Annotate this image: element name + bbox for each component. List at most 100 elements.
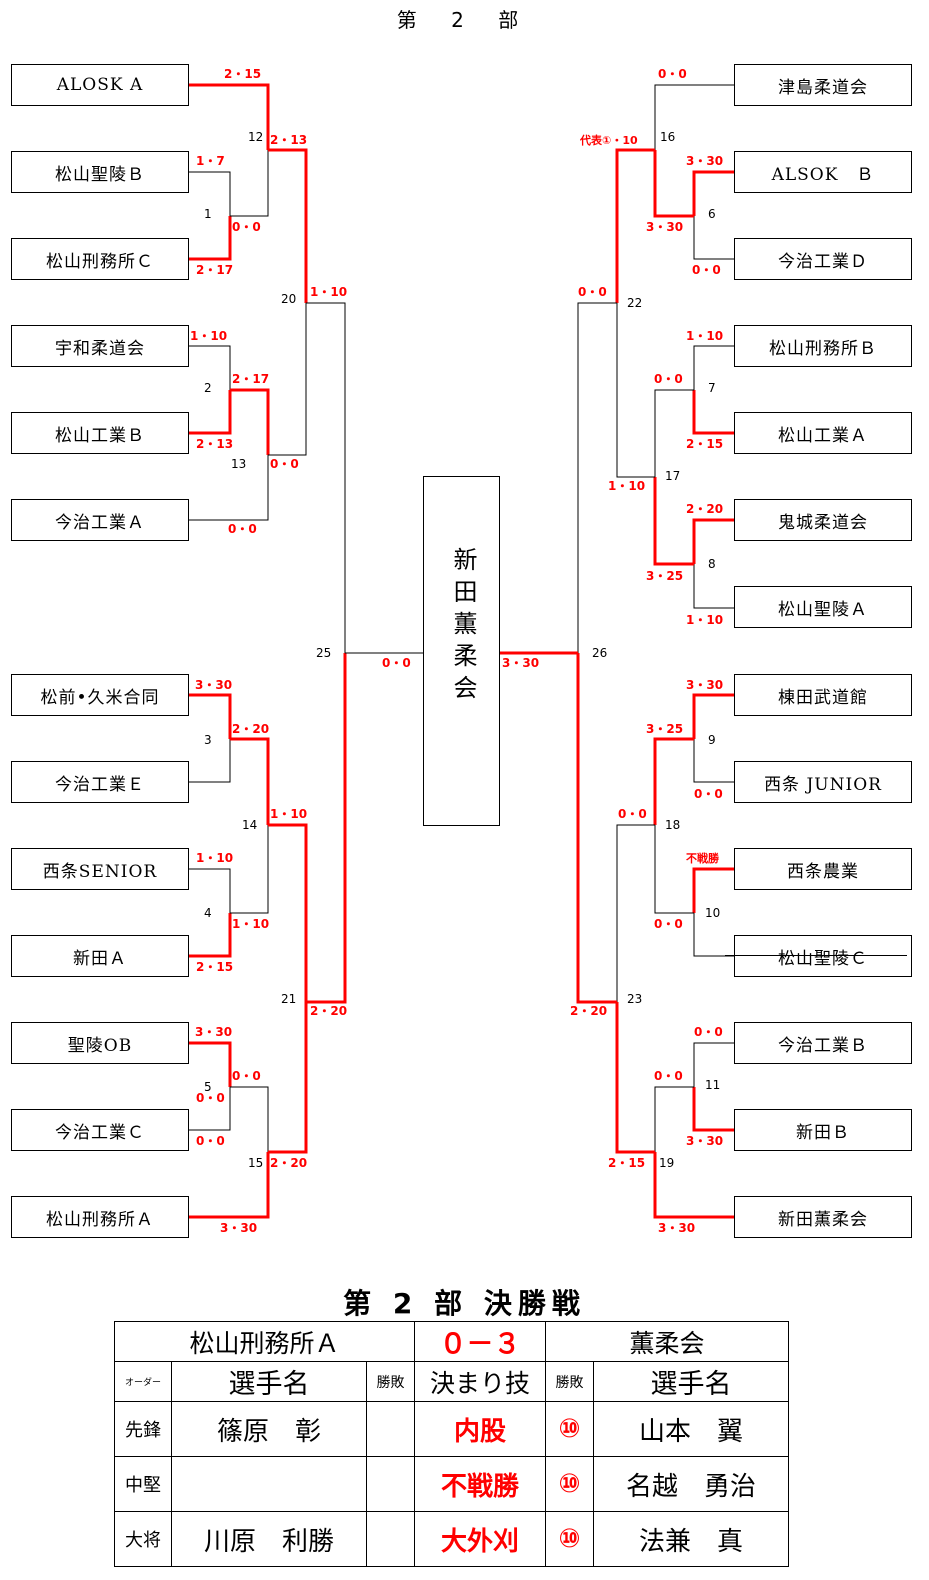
team-masaki-kume: 松前•久米合同 [11, 674, 189, 716]
bracket-line [615, 148, 655, 303]
header-order: オーダー [114, 1361, 172, 1402]
bracket-line [692, 1087, 734, 1132]
bracket-line [306, 302, 346, 653]
score-label: 0・0 [232, 220, 261, 234]
score-label: 3・30 [686, 678, 723, 692]
team-alsok-b: ALSOK Ｂ [734, 151, 912, 193]
row-a-result [366, 1511, 415, 1567]
match-number: 26 [592, 646, 607, 660]
match-number: 23 [627, 992, 642, 1006]
match-number: 8 [708, 557, 716, 571]
team-matsuyama-seiryo-c: 松山聖陵Ｃ [734, 935, 912, 977]
match-number: 15 [248, 1156, 263, 1170]
score-label: 不戦勝 [686, 851, 720, 865]
bracket-line [230, 150, 269, 217]
score-label: 1・10 [270, 807, 307, 821]
bracket-line [189, 913, 232, 958]
score-label: 2・20 [310, 1004, 347, 1018]
bracket-line [693, 216, 734, 260]
match-number: 4 [204, 906, 212, 920]
bracket-line [230, 737, 270, 825]
team-muneta-budokan: 棟田武道館 [734, 674, 912, 716]
team-matsuyama-keimusho-b: 松山刑務所Ｂ [734, 325, 912, 367]
bracket-line [230, 825, 269, 914]
match-number: 7 [708, 381, 716, 395]
team-uwa-judokai: 宇和柔道会 [11, 325, 189, 367]
score-label: 2・17 [196, 263, 233, 277]
score-label: 0・0 [228, 522, 257, 536]
bracket-line [189, 216, 232, 261]
division-title: 第 2 部 [396, 8, 533, 32]
score-label: 1・10 [608, 479, 645, 493]
score-label: 0・0 [654, 917, 683, 931]
row-position: 大将 [114, 1511, 172, 1567]
match-number: 20 [281, 292, 296, 306]
bracket-line [693, 564, 734, 609]
score-label: 2・20 [270, 1156, 307, 1170]
score-label: 2・15 [196, 960, 233, 974]
team-matsuyama-seiryo-a: 松山聖陵Ａ [734, 586, 912, 628]
score-label: 0・0 [618, 807, 647, 821]
bracket-lines: 1212021325314421515166227178269181023111… [189, 67, 734, 1235]
score-label: 2・15 [686, 437, 723, 451]
row-technique: 内股 [414, 1401, 546, 1457]
score-label: 3・30 [195, 678, 232, 692]
bracket-line [692, 170, 734, 216]
bracket-line [268, 303, 307, 456]
score-label: 0・0 [578, 285, 607, 299]
bracket-line [654, 1086, 694, 1152]
bracket-line [653, 1152, 734, 1219]
final-results-table: 松山刑務所Ａ ０－３ 薫柔会 オーダー 選手名 勝敗 決まり技 勝敗 選手名 先… [114, 1321, 789, 1567]
bracket-line [306, 653, 347, 1004]
bracket-line [654, 84, 734, 150]
row-position: 中堅 [114, 1456, 172, 1512]
bracket-line [692, 693, 734, 739]
row-b-name: 名越 勇治 [593, 1456, 789, 1512]
team-imabari-kogyo-c: 今治工業Ｃ [11, 1109, 189, 1151]
row-technique: 不戦勝 [414, 1456, 546, 1512]
row-a-name: 篠原 彰 [171, 1401, 367, 1457]
match-number: 2 [204, 381, 212, 395]
score-label: 3・30 [502, 656, 539, 670]
header-name-a: 選手名 [171, 1361, 367, 1402]
bracket-line [653, 150, 694, 218]
bracket-line [693, 1042, 734, 1087]
score-label: 0・0 [694, 1025, 723, 1039]
withdrawn-strike-line [725, 955, 907, 956]
bracket-line [692, 867, 734, 913]
match-number: 1 [204, 207, 212, 221]
score-label: 0・0 [232, 1069, 261, 1083]
team-niita-a: 新田Ａ [11, 935, 189, 977]
score-label: 2・15 [224, 67, 261, 81]
row-position: 先鋒 [114, 1401, 172, 1457]
score-label: 0・0 [270, 457, 299, 471]
final-score: ０－３ [414, 1321, 546, 1362]
score-label: 2・20 [232, 722, 269, 736]
team-matsuyama-keimusho-a: 松山刑務所Ａ [11, 1196, 189, 1238]
team-imabari-kogyo-b: 今治工業Ｂ [734, 1022, 912, 1064]
match-number: 18 [665, 818, 680, 832]
score-label: 2・13 [196, 437, 233, 451]
bracket-line [693, 739, 734, 783]
match-number: 14 [242, 818, 257, 832]
bracket-line [189, 83, 270, 150]
score-label: 3・30 [686, 154, 723, 168]
team-matsuyama-seiryo-b: 松山聖陵Ｂ [11, 151, 189, 193]
score-label: 1・10 [686, 329, 723, 343]
team-seiryo-ob: 聖陵OB [11, 1022, 189, 1064]
match-number: 21 [281, 992, 296, 1006]
score-label: 0・0 [654, 1069, 683, 1083]
score-label: 1・10 [190, 329, 227, 343]
bracket-line [616, 824, 655, 1002]
final-title: 第 2 部 決勝戦 [343, 1287, 586, 1320]
bracket-line [268, 823, 308, 1002]
row-b-result: ⑩ [545, 1456, 594, 1512]
match-number: 13 [231, 457, 246, 471]
bracket-line [189, 455, 269, 521]
row-b-result: ⑩ [545, 1401, 594, 1457]
bracket-line [654, 825, 694, 914]
score-label: 3・30 [220, 1221, 257, 1235]
score-label: 代表①・10 [579, 133, 638, 147]
score-label: 3・30 [646, 220, 683, 234]
champion-box: 新田薫柔会 [423, 476, 500, 826]
